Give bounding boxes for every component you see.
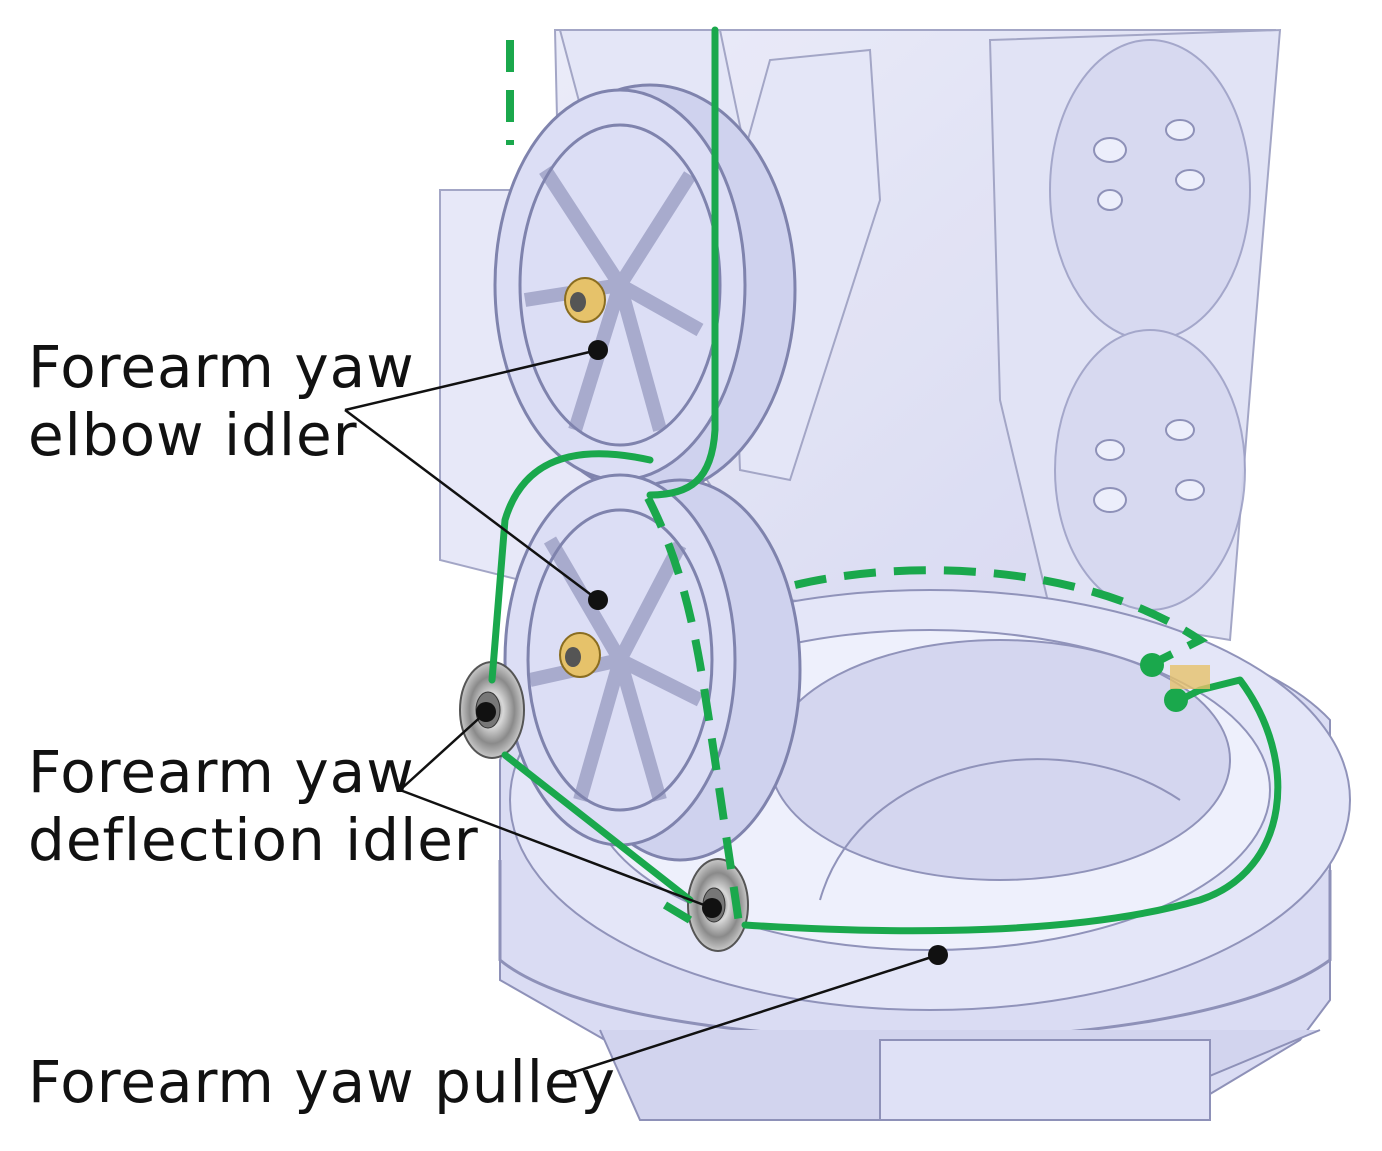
label-elbow-idler-line2: elbow idler — [28, 401, 358, 469]
deflection-idler-right-marker — [702, 898, 722, 918]
elbow-idler-lower-marker — [588, 590, 608, 610]
label-deflection-idler-line2: deflection idler — [28, 806, 479, 874]
label-elbow-idler-line1: Forearm yaw — [28, 333, 415, 401]
deflection-idler-left-marker — [476, 702, 496, 722]
forearm-yaw-elbow-idler-upper — [493, 83, 797, 497]
leader-dots — [476, 340, 948, 965]
label-deflection-idler-line1: Forearm yaw — [28, 738, 415, 806]
label-pulley: Forearm yaw pulley — [28, 1048, 616, 1116]
label-elbow-idler: Forearm yaw elbow idler — [28, 333, 415, 469]
cable-solid — [488, 26, 1282, 935]
disc-pins — [1093, 119, 1205, 513]
motor-disc-upper — [1049, 39, 1251, 611]
leader-lines — [344, 348, 939, 1077]
cable-anchor-block — [1170, 665, 1210, 689]
pulley-marker — [928, 945, 948, 965]
cable-terminations — [1140, 653, 1188, 712]
cable-dashed — [506, 40, 1208, 931]
elbow-idler-upper-marker — [588, 340, 608, 360]
forearm-yaw-elbow-idler-lower — [503, 473, 802, 862]
label-deflection-idler: Forearm yaw deflection idler — [28, 738, 479, 874]
